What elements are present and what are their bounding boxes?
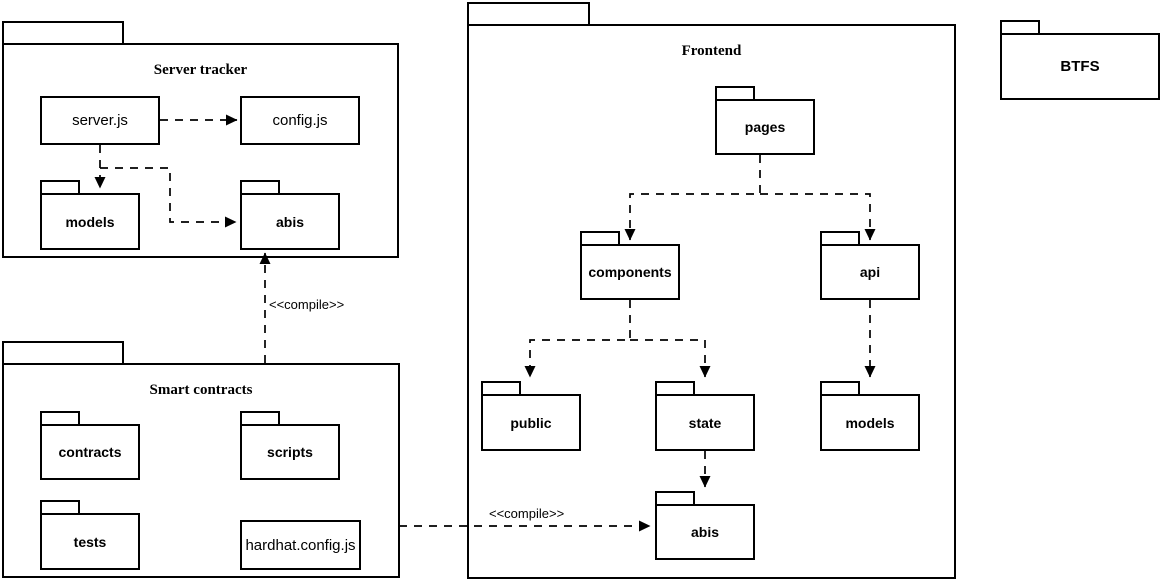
folder-tab-icon [40,180,80,193]
node-api-label: api [820,244,920,300]
node-server-js: server.js [40,96,160,145]
folder-tab-icon [481,381,521,394]
folder-tab-icon [580,231,620,244]
edge-label-compile-vertical: <<compile>> [269,297,345,312]
node-public-label: public [481,394,581,451]
node-scripts-label: scripts [240,424,340,480]
package-frontend-tab [467,2,590,24]
node-abis-frontend-label: abis [655,504,755,560]
edge-label-compile-horizontal: <<compile>> [489,506,565,521]
package-btfs-tab [1000,20,1040,33]
folder-tab-icon [40,411,80,424]
node-abis-server-tracker-label: abis [240,193,340,250]
package-frontend: Frontend [467,24,956,579]
package-server-tracker-tab [2,21,124,43]
folder-tab-icon [240,411,280,424]
folder-tab-icon [655,381,695,394]
node-contracts-label: contracts [40,424,140,480]
folder-tab-icon [715,86,755,99]
folder-tab-icon [820,231,860,244]
node-components-label: components [580,244,680,300]
folder-tab-icon [40,500,80,513]
node-tests-label: tests [40,513,140,570]
node-models-frontend-label: models [820,394,920,451]
node-models-server-tracker-label: models [40,193,140,250]
node-state-label: state [655,394,755,451]
package-smart-contracts-tab [2,341,124,363]
package-smart-contracts-title: Smart contracts [149,382,253,398]
node-config-js: config.js [240,96,360,145]
package-btfs-title: BTFS [1060,58,1100,75]
folder-tab-icon [820,381,860,394]
node-pages-label: pages [715,99,815,155]
node-hardhat-config-js: hardhat.config.js [240,520,361,570]
package-btfs: BTFS [1000,33,1160,100]
package-server-tracker-title: Server tracker [153,62,248,78]
folder-tab-icon [240,180,280,193]
package-frontend-title: Frontend [681,43,742,59]
folder-tab-icon [655,491,695,504]
